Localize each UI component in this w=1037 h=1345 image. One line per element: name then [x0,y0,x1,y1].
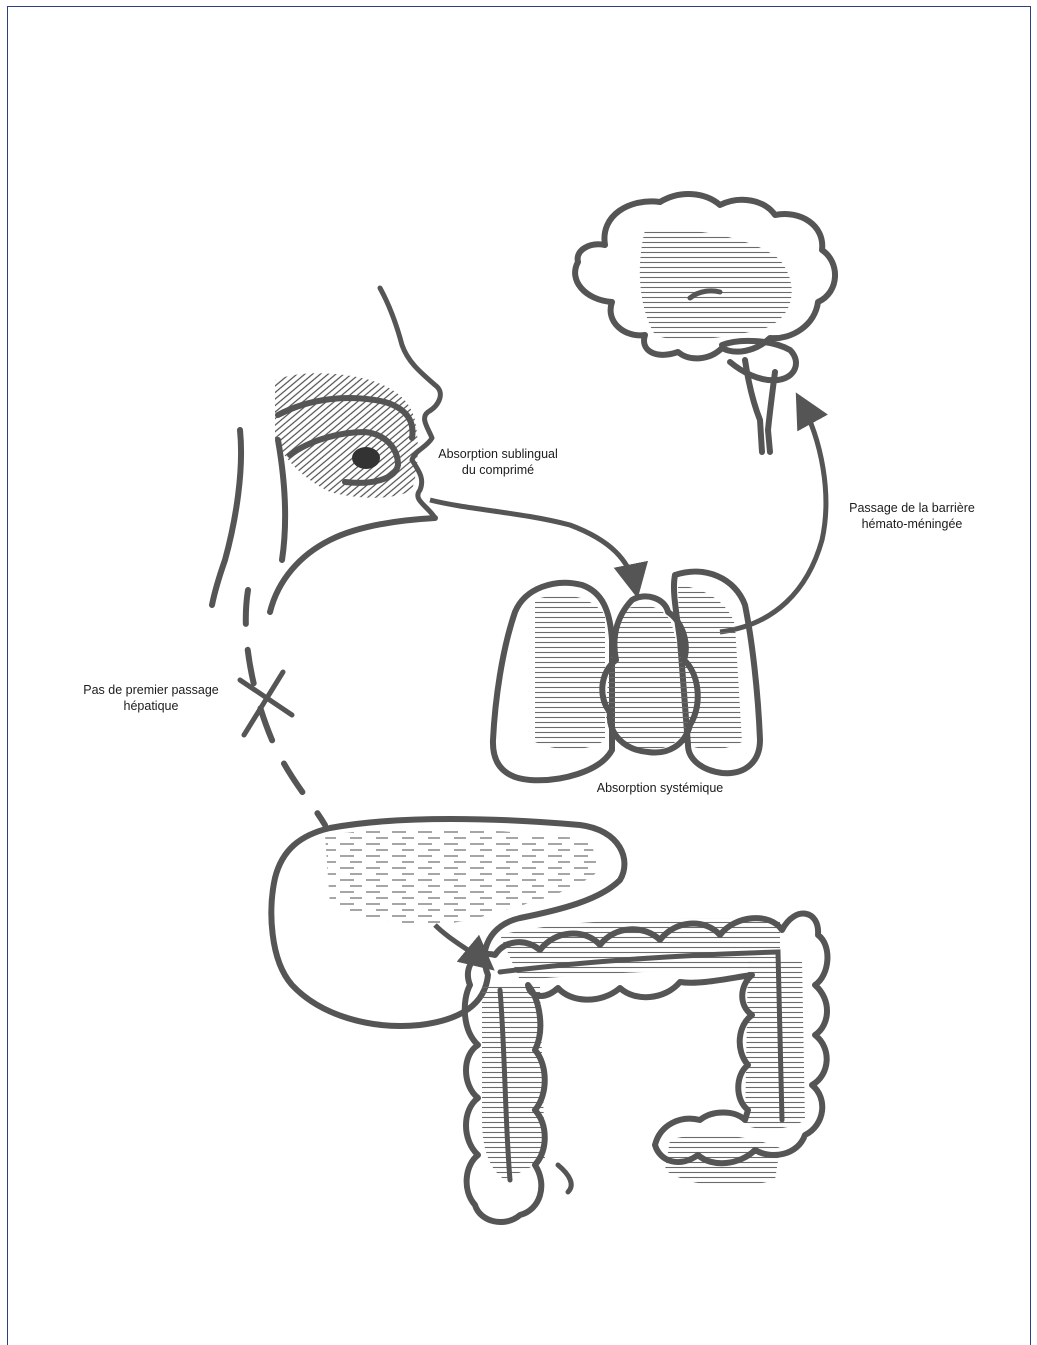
arrow-stomach-to-colon [435,925,488,965]
neck-line [278,440,285,560]
colon-hatching-right [745,960,805,1129]
colon-hatching-left [482,985,545,1180]
label-no-first-pass: Pas de premier passage hépatique [58,682,244,714]
jaw-outline [270,518,435,612]
label-systemic-line1: Absorption systémique [560,780,760,796]
back-of-head [212,430,241,605]
dashed-path-stomach [246,590,325,825]
label-sublingual-line1: Absorption sublingual [430,446,566,462]
brain-stem [745,360,775,452]
label-bbb-line2: hémato-méningée [832,516,992,532]
tablet-icon [352,447,380,469]
label-first-pass-line2: hépatique [58,698,244,714]
brain-illustration [575,194,835,452]
brain-hatching [640,229,792,340]
label-bbb-line1: Passage de la barrière [832,500,992,516]
lungs-heart-illustration [493,572,760,781]
colon-illustration [465,914,828,1222]
arrow-mouth-to-heart [430,500,636,590]
head-profile-illustration [212,288,440,612]
label-blood-brain-barrier: Passage de la barrière hémato-méningée [832,500,992,532]
left-lung-hatching [535,595,605,749]
label-sublingual-line2: du comprimé [430,462,566,478]
label-sublingual-absorption: Absorption sublingual du comprimé [430,446,566,478]
label-first-pass-line1: Pas de premier passage [58,682,244,698]
colon-tail [558,1165,571,1192]
label-systemic-absorption: Absorption systémique [560,780,760,796]
arrow-lungs-to-brain [720,400,826,632]
